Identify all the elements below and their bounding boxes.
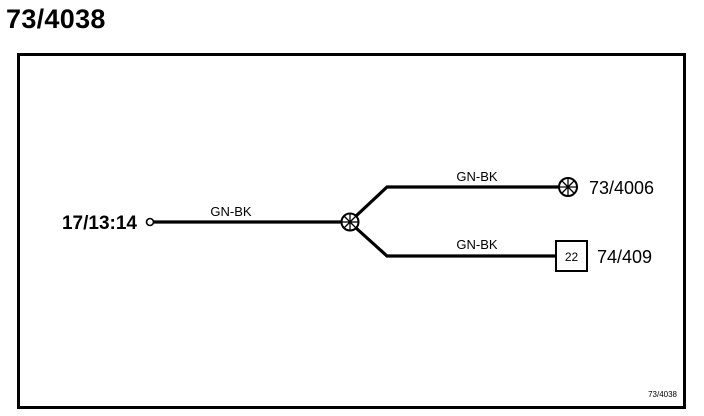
destination-splice-icon bbox=[558, 177, 578, 197]
wire-upper-color-label: GN-BK bbox=[456, 169, 498, 184]
source-terminal-label: 17/13:14 bbox=[62, 213, 137, 234]
wire-upper-branch bbox=[354, 185, 559, 218]
splice-icon bbox=[340, 212, 360, 232]
page-title: 73/4038 bbox=[6, 4, 106, 34]
terminal-circle-icon bbox=[145, 217, 155, 227]
diagram-frame bbox=[17, 53, 686, 409]
connector-box bbox=[555, 240, 588, 272]
wire-main-color-label: GN-BK bbox=[210, 204, 252, 219]
destination-label-lower: 74/409 bbox=[597, 247, 652, 267]
wire-lower-branch bbox=[354, 226, 556, 258]
wire-lower-color-label: GN-BK bbox=[456, 237, 498, 252]
destination-label-upper: 73/4006 bbox=[589, 178, 654, 198]
footer-reference: 73/4038 bbox=[648, 390, 677, 399]
connector-box-number: 22 bbox=[565, 250, 579, 264]
